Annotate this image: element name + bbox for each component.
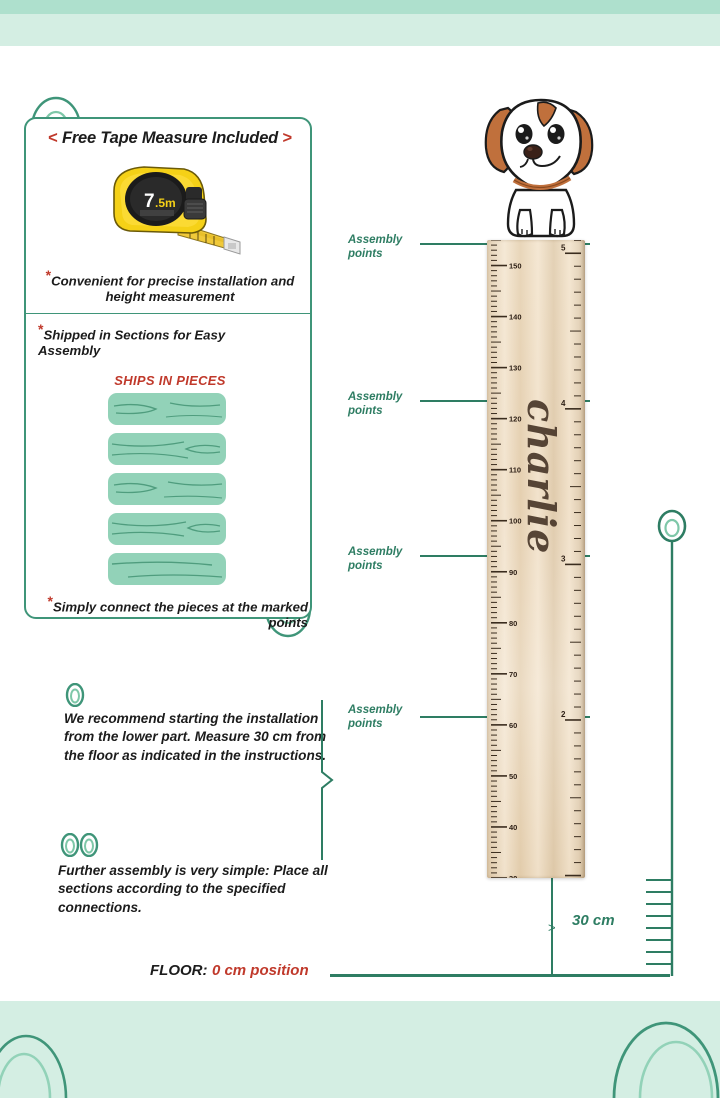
top-band-light: [0, 14, 720, 46]
assembly-point-label-3: Assembly points: [348, 546, 458, 574]
svg-text:150: 150: [509, 262, 522, 271]
svg-text:130: 130: [509, 364, 522, 373]
tape-measure-illustration: 7 .5m: [100, 161, 250, 257]
assembly-point-label-1: Assembly points: [348, 234, 458, 262]
dog-illustration: [484, 98, 594, 238]
decorative-right-ruler: [646, 509, 687, 976]
svg-text:7: 7: [144, 191, 155, 212]
svg-text:30: 30: [509, 874, 517, 878]
assembly-label-line1: Assembly: [348, 546, 403, 558]
list-item: [108, 433, 226, 465]
title-chevron-left: <: [48, 129, 58, 147]
ring-icon-single: [65, 683, 85, 707]
bottom-band-arcs: [0, 1021, 720, 1098]
svg-text:.5m: .5m: [155, 196, 176, 210]
ring-icon-double: [60, 833, 99, 857]
title-chevron-right: >: [282, 129, 292, 147]
assembly-label-line2: points: [348, 404, 383, 417]
asterisk-icon: *: [45, 267, 52, 283]
shipped-text: *Shipped in Sections for Easy Assembly: [38, 321, 288, 359]
svg-text:140: 140: [509, 313, 522, 322]
top-band-dark: [0, 0, 720, 14]
assembly-point-label-2: Assembly points: [348, 391, 458, 419]
ruler-wood-board: [487, 240, 585, 878]
assembly-label-line1: Assembly: [348, 391, 403, 403]
assembly-label-line1: Assembly: [348, 234, 403, 246]
svg-text:80: 80: [509, 619, 517, 628]
assembly-label-line2: points: [348, 247, 383, 260]
growth-chart-ruler: 150 140 130 120 110 100 90 80 70 60 50 40 30 5 4 3 2 ch…: [487, 240, 585, 878]
thirty-cm-label: 30 cm: [572, 912, 615, 929]
svg-text:50: 50: [509, 772, 517, 781]
note-further-assembly: Further assembly is very simple: Place a…: [58, 863, 328, 915]
ships-in-pieces-label: SHIPS IN PIECES: [114, 373, 226, 388]
svg-text:5: 5: [561, 243, 566, 252]
note-bracket: [321, 700, 334, 860]
svg-text:120: 120: [509, 415, 522, 424]
assembly-label-line2: points: [348, 717, 383, 730]
simply-connect-text: *Simply connect the pieces at the marked…: [44, 593, 309, 631]
svg-text:70: 70: [509, 670, 517, 679]
list-item: [108, 393, 226, 425]
assembly-point-label-4: Assembly points: [348, 704, 458, 732]
svg-text:2: 2: [561, 710, 566, 719]
asterisk-icon-2: *: [38, 321, 44, 337]
card-divider: [26, 313, 312, 314]
piece-list: [108, 393, 234, 593]
svg-text:4: 4: [561, 399, 566, 408]
svg-text:3: 3: [561, 554, 566, 563]
svg-text:40: 40: [509, 823, 517, 832]
card-title-text: Free Tape Measure Included: [61, 129, 279, 147]
simply-connect-value: Simply connect the pieces at the marked …: [52, 599, 308, 630]
list-item: [108, 473, 226, 505]
floor-rule-line: [330, 974, 670, 977]
info-card: < Free Tape Measure Included >: [24, 117, 314, 630]
svg-text:110: 110: [509, 466, 521, 475]
svg-text:90: 90: [509, 568, 517, 577]
list-item: [108, 513, 226, 545]
svg-text:60: 60: [509, 721, 517, 730]
convenient-text-value: Convenient for precise installation and …: [51, 273, 295, 304]
floor-callout: FLOOR: 0 cm position: [150, 962, 570, 986]
asterisk-icon-3: *: [47, 593, 53, 609]
ruler-tick-marks: 150 140 130 120 110 100 90 80 70 60 50 40 30 5 4 3 2: [491, 240, 581, 878]
thirty-cm-guide-line: [551, 878, 553, 976]
floor-label: FLOOR:: [150, 962, 208, 979]
floor-value: 0 cm position: [211, 962, 309, 979]
card-title: < Free Tape Measure Included >: [26, 129, 314, 148]
bottom-band: [0, 1001, 720, 1098]
shipped-text-value: Shipped in Sections for Easy Assembly: [38, 327, 226, 359]
assembly-label-line1: Assembly: [348, 704, 403, 716]
thirty-cm-arrow-icon: >: [548, 920, 556, 935]
svg-text:100: 100: [509, 517, 522, 526]
list-item: [108, 553, 226, 585]
convenient-text: *Convenient for precise installation and…: [34, 267, 306, 304]
engraved-name: charlie: [519, 399, 564, 555]
note-recommendation: We recommend starting the installation f…: [64, 711, 327, 763]
assembly-label-line2: points: [348, 559, 383, 572]
